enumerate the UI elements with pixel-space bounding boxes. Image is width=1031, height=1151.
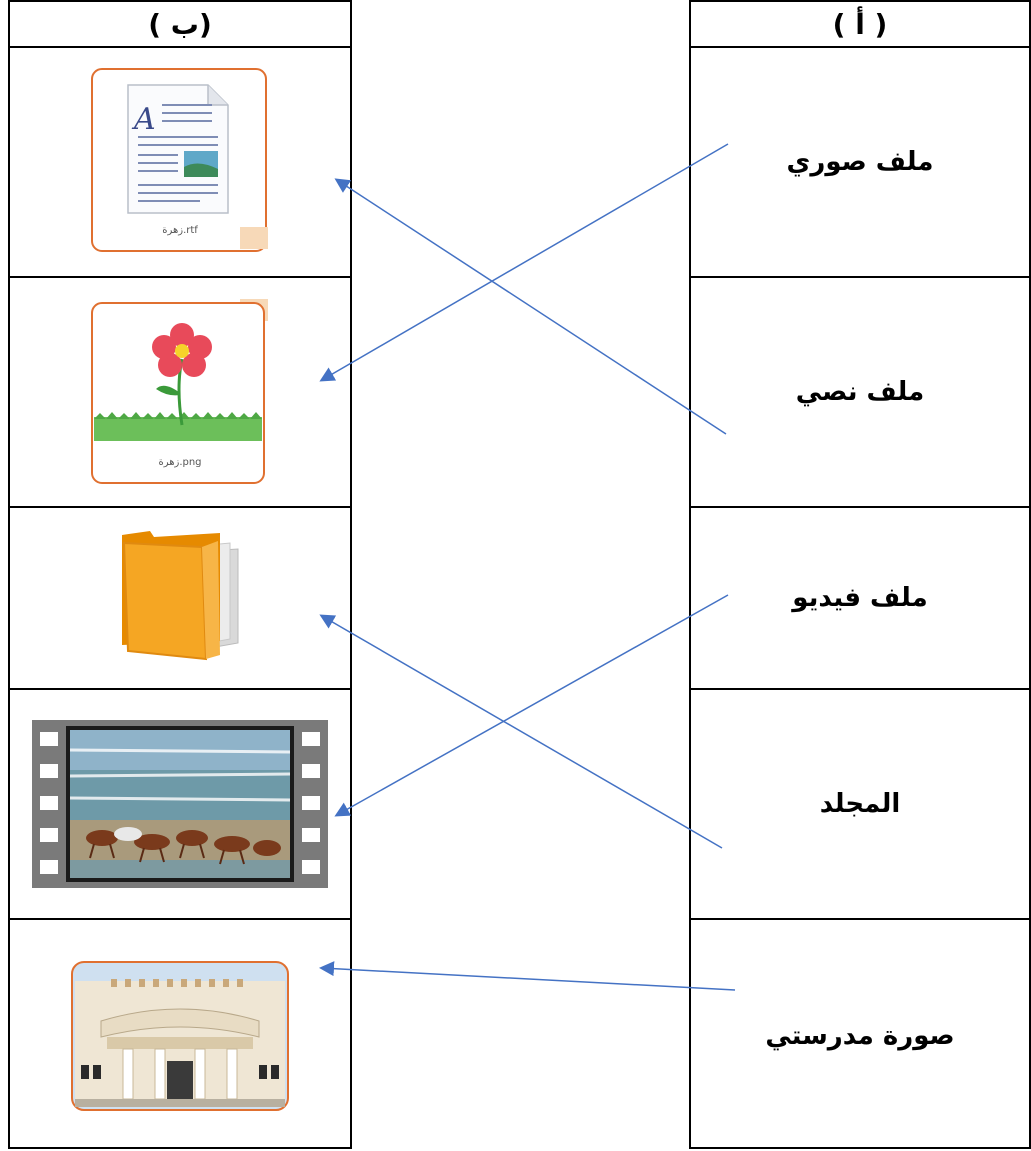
label-folder[interactable]: المجلد xyxy=(819,789,901,819)
column-b-header: ( ب) xyxy=(10,2,350,48)
cell-b-5 xyxy=(10,920,350,1151)
column-a: ( أ ) ملف صوري ملف نصي ملف فيديو المجلد … xyxy=(689,0,1031,1149)
school-photo-icon[interactable] xyxy=(71,960,289,1111)
column-b-header-text: ( ب) xyxy=(148,7,212,41)
column-a-header-text: ( أ ) xyxy=(832,7,888,41)
cell-b-2: زهرة.png xyxy=(10,278,350,508)
svg-text:A: A xyxy=(131,102,156,137)
cell-a-4: المجلد xyxy=(691,690,1029,920)
text-document-caption: زهرة.rtf xyxy=(162,225,198,236)
connector-folder xyxy=(319,614,723,849)
label-text-file[interactable]: ملف نصي xyxy=(795,377,925,407)
cell-b-3 xyxy=(10,508,350,690)
label-my-school-photo[interactable]: صورة مدرستي xyxy=(765,1020,955,1051)
connector-video-file xyxy=(334,594,729,817)
connector-my-school-photo xyxy=(319,961,736,991)
folder-icon[interactable] xyxy=(110,523,250,673)
flower-image-caption: زهرة.png xyxy=(158,457,201,468)
cell-b-1: A زهرة.rtf xyxy=(10,48,350,278)
column-a-header: ( أ ) xyxy=(691,2,1029,48)
connector-text-file xyxy=(334,178,727,435)
column-b: ( ب) A زهرة.rtf xyxy=(8,0,352,1149)
label-video-file[interactable]: ملف فيديو xyxy=(792,583,928,613)
cell-a-1: ملف صوري xyxy=(691,48,1029,278)
text-document-icon[interactable]: A زهرة.rtf xyxy=(90,67,270,257)
cell-a-3: ملف فيديو xyxy=(691,508,1029,690)
flower-image-icon[interactable]: زهرة.png xyxy=(90,297,270,487)
video-filmstrip-icon[interactable] xyxy=(32,720,328,888)
label-image-file[interactable]: ملف صوري xyxy=(786,147,934,177)
cell-a-2: ملف نصي xyxy=(691,278,1029,508)
connector-image-file xyxy=(319,143,729,382)
cell-b-4 xyxy=(10,690,350,920)
cell-a-5: صورة مدرستي xyxy=(691,920,1029,1151)
